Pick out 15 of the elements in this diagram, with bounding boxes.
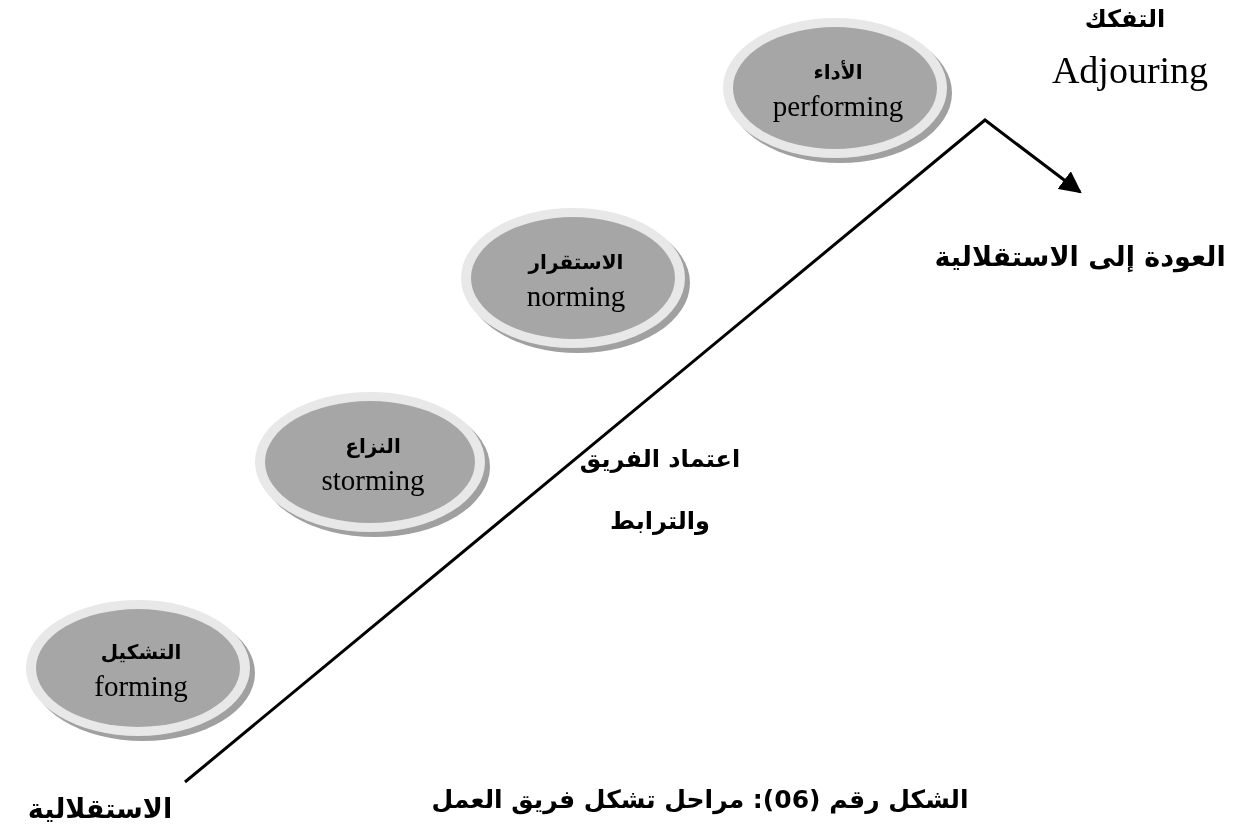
stage-text: الاستقلالية <box>15 782 185 824</box>
stage-name-arabic: النزاع <box>345 433 401 458</box>
stage-name-english: performing <box>772 89 904 123</box>
stage-name-english: norming <box>526 279 626 313</box>
arrow <box>184 118 1082 784</box>
stage-name-english: forming <box>94 669 188 703</box>
stage-name-arabic: التشكيل <box>100 639 182 664</box>
stage-text: العودة إلى الاستقلالية <box>930 192 1230 272</box>
stage-label: Adjouring <box>1050 48 1210 92</box>
stage-label: التفكك <box>1083 5 1167 33</box>
phase-note: اعتماد الفريق والترابط <box>578 444 742 537</box>
stage-name-arabic: الأداء <box>813 59 863 84</box>
figure-caption: الشكل رقم (06): مراحل تشكل فريق العمل <box>430 785 970 814</box>
stage-name-english: storming <box>321 463 425 497</box>
stage-name-arabic: الاستقرار <box>528 249 624 274</box>
